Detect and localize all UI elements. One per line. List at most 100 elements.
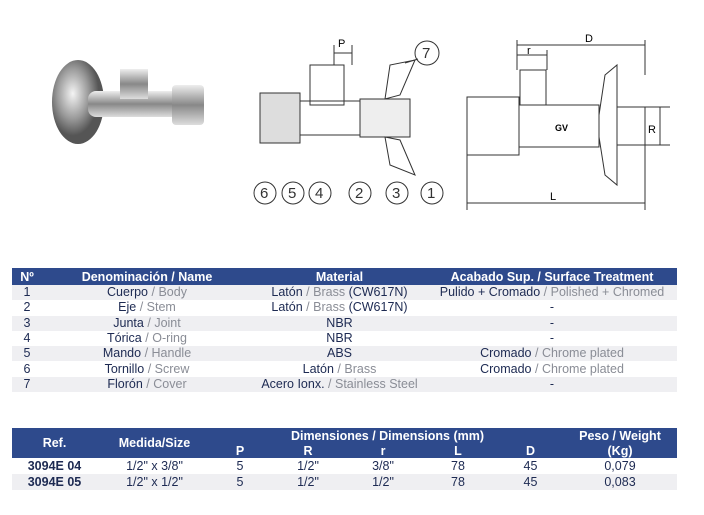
text: Chrome plated <box>541 361 624 376</box>
part-surface: - <box>427 376 677 393</box>
dim-label-r: r <box>527 45 531 57</box>
callout-6: 6 <box>260 185 268 202</box>
col-header-weight: Peso / Weight <box>563 428 677 443</box>
part-name: Tornillo / Screw <box>104 361 190 376</box>
col-header-weight-unit: (Kg) <box>563 443 677 458</box>
callout-2: 2 <box>355 185 363 202</box>
part-surface: - <box>427 315 677 331</box>
dims-cell: 0,079 <box>604 458 636 473</box>
col-header-d: D <box>498 443 563 458</box>
dims-cell: 3094E 04 <box>27 458 82 473</box>
text: NBR <box>326 331 353 346</box>
dims-cell: 1/2" <box>268 474 348 490</box>
part-material: NBR <box>252 315 427 331</box>
text: - <box>549 331 555 346</box>
text: Handle <box>151 346 192 361</box>
table-row: 4 Tórica / O-ring NBR - <box>12 331 677 346</box>
dims-cell: 78 <box>418 474 498 490</box>
text: Florón <box>107 376 143 391</box>
col-header-surface: Acabado Sup. / Surface Treatment <box>427 268 677 285</box>
callout-4: 4 <box>315 185 323 202</box>
col-header-r: r <box>348 443 418 458</box>
text: Latón <box>271 300 303 315</box>
col-header-material: Material <box>252 268 427 285</box>
gv-logo: GV <box>555 123 568 133</box>
col-header-l: L <box>418 443 498 458</box>
text: Latón <box>302 361 334 376</box>
part-number: 1 <box>12 285 42 301</box>
col-header-n: Nº <box>12 268 42 285</box>
text: Eje <box>118 300 137 315</box>
dims-cell: 3/8" <box>372 458 394 473</box>
part-number: 3 <box>12 315 42 331</box>
dims-cell: 1/2" x 3/8" <box>126 458 183 473</box>
dim-label-p: P <box>338 38 345 50</box>
dimensions-table: Ref. Medida/Size Dimensiones / Dimension… <box>12 428 677 490</box>
text: Polished + Chromed <box>550 285 665 300</box>
part-material: ABS <box>252 346 427 362</box>
text: - <box>549 315 555 330</box>
dims-cell: 5 <box>212 474 268 490</box>
text: - <box>549 376 555 391</box>
dims-cell: 3094E 05 <box>12 474 97 490</box>
part-surface: Cromado / Chrome plated <box>427 346 677 362</box>
text: Cuerpo <box>107 285 149 300</box>
text: Cromado <box>480 346 532 361</box>
dim-label-big-r: R <box>648 124 656 136</box>
part-name: Cuerpo / Body <box>42 285 252 301</box>
dims-cell: 45 <box>523 458 538 473</box>
part-material: Latón / Brass <box>302 361 377 376</box>
dim-label-l: L <box>550 191 556 203</box>
part-number: 4 <box>23 331 31 346</box>
part-material: Acero Ionx. / Stainless Steel <box>252 376 427 393</box>
col-header-size: Medida/Size <box>97 428 212 458</box>
callout-5: 5 <box>288 185 296 202</box>
part-name: Tórica / O-ring <box>107 331 187 346</box>
col-header-dimensions: Dimensiones / Dimensions (mm) <box>212 428 563 443</box>
part-name: Eje / Stem <box>118 300 176 315</box>
text: Pulido + Cromado <box>439 285 541 300</box>
text: Cromado <box>480 361 532 376</box>
table-row: 3094E 04 1/2" x 3/8" 5 1/2" 3/8" 78 45 0,079 <box>12 458 677 474</box>
part-surface: - <box>427 300 677 315</box>
text: Tornillo <box>104 361 145 376</box>
part-material: NBR <box>252 331 427 346</box>
text: O-ring <box>152 331 187 346</box>
dims-cell: 0,083 <box>563 474 677 490</box>
text: Mando <box>102 346 142 361</box>
text: Junta <box>113 315 144 330</box>
col-header-p: P <box>212 443 268 458</box>
text: Acero Ionx. <box>261 376 325 391</box>
dims-cell: 1/2" <box>348 474 418 490</box>
text: Brass <box>313 285 346 300</box>
col-header-ref: Ref. <box>12 428 97 458</box>
dims-cell: 78 <box>451 458 465 473</box>
parts-table-header: Nº Denominación / Name Material Acabado … <box>12 268 677 285</box>
part-name: Mando / Handle <box>42 346 252 362</box>
dims-cell: 5 <box>236 458 244 473</box>
valve-photo <box>52 60 204 144</box>
col-header-big-r: R <box>268 443 348 458</box>
callout-7: 7 <box>422 45 430 62</box>
dims-cell: 45 <box>498 474 563 490</box>
part-surface: Pulido + Cromado / Polished + Chromed <box>427 285 677 301</box>
part-number: 5 <box>12 346 42 362</box>
part-number: 2 <box>23 300 31 315</box>
text: Latón <box>271 285 303 300</box>
text: Joint <box>154 315 181 330</box>
part-number: 7 <box>12 376 42 393</box>
dims-cell: 1/2" <box>297 458 319 473</box>
part-surface: - <box>427 331 677 346</box>
section-drawing: P 7 6 5 4 2 3 1 <box>253 38 444 205</box>
col-header-name: Denominación / Name <box>42 268 252 285</box>
part-name: Florón / Cover <box>42 376 252 393</box>
text: NBR <box>326 315 353 330</box>
text: Tórica <box>107 331 142 346</box>
part-material: Latón / Brass (CW617N) <box>252 285 427 301</box>
text: - <box>549 300 555 315</box>
text: Stem <box>146 300 176 315</box>
